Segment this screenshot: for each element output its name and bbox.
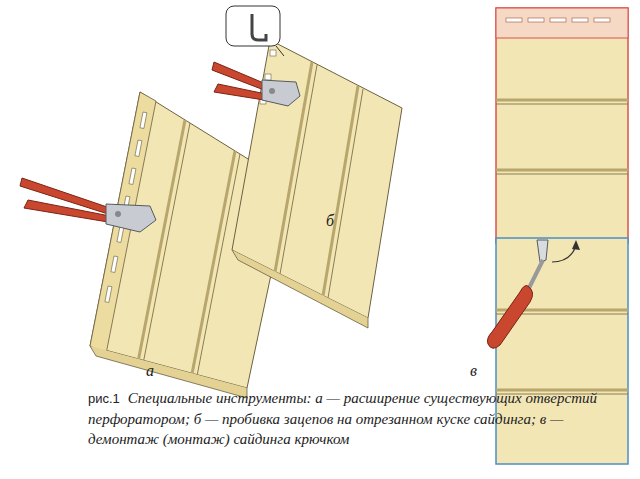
- part-letter: б: [326, 212, 334, 230]
- part-letter: а: [146, 362, 154, 380]
- figure-number: рис.1: [88, 391, 120, 406]
- part-letter: в: [470, 362, 477, 380]
- figure-caption: Специальные инструменты: а — расширение …: [88, 390, 597, 447]
- punch-tool-a: [20, 178, 156, 232]
- hook-tool-v: [488, 240, 581, 348]
- hook-detail-inset: [226, 6, 284, 56]
- caption-block: рис.1 Специальные инструменты: а — расши…: [88, 388, 633, 449]
- punch-tool-b: [212, 62, 300, 106]
